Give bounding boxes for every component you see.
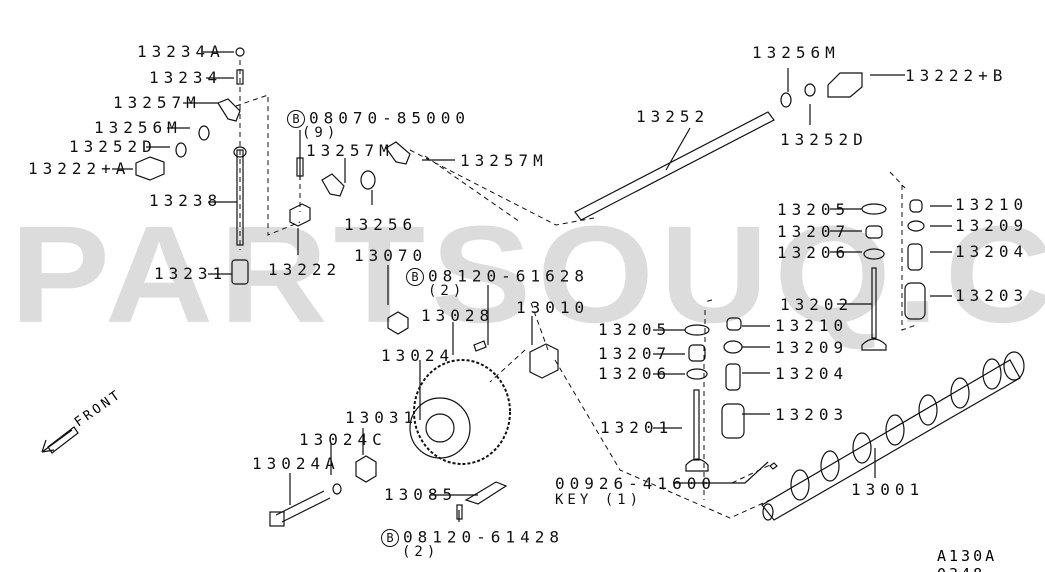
part-label-13028[interactable]: 13028: [421, 306, 495, 325]
bolt-marker-icon: B: [287, 110, 305, 128]
part-label-13256M[interactable]: 13256M: [94, 118, 182, 137]
part-label-13207[interactable]: 13207: [777, 222, 851, 241]
assembly-dashed-lines: [235, 60, 917, 519]
bolt-qty: (9): [302, 125, 340, 141]
part-label-13234A[interactable]: 13234A: [137, 42, 225, 61]
part-label-13024[interactable]: 13024: [381, 346, 455, 365]
part-label-13234[interactable]: 13234: [149, 68, 223, 87]
part-label-13210[interactable]: 13210: [955, 195, 1029, 214]
key-description: KEY (1): [555, 492, 643, 508]
bolt-qty: (2): [402, 544, 440, 560]
rocker-assembly-left: [135, 47, 249, 285]
part-label-13257M[interactable]: 13257M: [460, 151, 548, 170]
part-label-13205[interactable]: 13205: [777, 200, 851, 219]
diagram-code: A130A 0348: [937, 547, 998, 572]
part-label-13252D[interactable]: 13252D: [69, 137, 157, 156]
part-label-13024A[interactable]: 13024A: [252, 454, 340, 473]
part-label-13256M[interactable]: 13256M: [752, 43, 840, 62]
part-label-13206[interactable]: 13206: [598, 364, 672, 383]
part-label-13231[interactable]: 13231: [154, 264, 228, 283]
part-label-13024C[interactable]: 13024C: [299, 430, 387, 449]
part-label-13207[interactable]: 13207: [598, 344, 672, 363]
part-label-13204[interactable]: 13204: [775, 364, 849, 383]
part-label-13204[interactable]: 13204: [955, 242, 1029, 261]
part-label-13206[interactable]: 13206: [777, 243, 851, 262]
bolt-number: 08120-61428: [403, 527, 564, 547]
part-label-13222[interactable]: 13222: [268, 260, 342, 279]
part-label-13031[interactable]: 13031: [345, 408, 419, 427]
front-arrow-icon: [41, 426, 79, 454]
part-label-13205[interactable]: 13205: [598, 320, 672, 339]
part-label-13256[interactable]: 13256: [344, 215, 418, 234]
part-label-13202[interactable]: 13202: [780, 295, 854, 314]
part-label-13252D[interactable]: 13252D: [780, 130, 868, 149]
part-label-13209[interactable]: 13209: [955, 216, 1029, 235]
part-label-13209[interactable]: 13209: [775, 338, 849, 357]
part-label-13201[interactable]: 13201: [600, 418, 674, 437]
part-label-13238[interactable]: 13238: [149, 191, 223, 210]
part-label-13222-A[interactable]: 13222+A: [28, 159, 131, 178]
leader-lines: [112, 51, 952, 522]
part-label-13252[interactable]: 13252: [636, 107, 710, 126]
bolt-marker-icon: B: [381, 529, 399, 547]
part-label-00926-41600[interactable]: 00926-41600: [555, 474, 716, 493]
part-label-13257M[interactable]: 13257M: [306, 141, 394, 160]
part-label-13203[interactable]: 13203: [775, 405, 849, 424]
bolt-number: 08120-61628: [428, 266, 589, 286]
rocker-shaft: [574, 72, 863, 221]
part-label-13070[interactable]: 13070: [354, 246, 428, 265]
camshaft: [761, 351, 1025, 521]
timing-parts: [269, 311, 559, 527]
part-label-13222-B[interactable]: 13222+B: [905, 66, 1008, 85]
part-label-13010[interactable]: 13010: [516, 298, 590, 317]
rocker-assembly-middle: [289, 141, 411, 227]
bolt-marker-icon: B: [406, 268, 424, 286]
valve-assembly-lower: [684, 317, 745, 472]
part-label-13001[interactable]: 13001: [851, 480, 925, 499]
part-label-13203[interactable]: 13203: [955, 286, 1029, 305]
part-label-13210[interactable]: 13210: [775, 316, 849, 335]
valve-assembly-upper: [861, 199, 926, 351]
bolt-number: 08070-85000: [309, 108, 470, 128]
bolt-qty: (2): [428, 283, 466, 299]
part-label-13257M[interactable]: 13257M: [113, 93, 201, 112]
part-label-13085[interactable]: 13085: [384, 485, 458, 504]
